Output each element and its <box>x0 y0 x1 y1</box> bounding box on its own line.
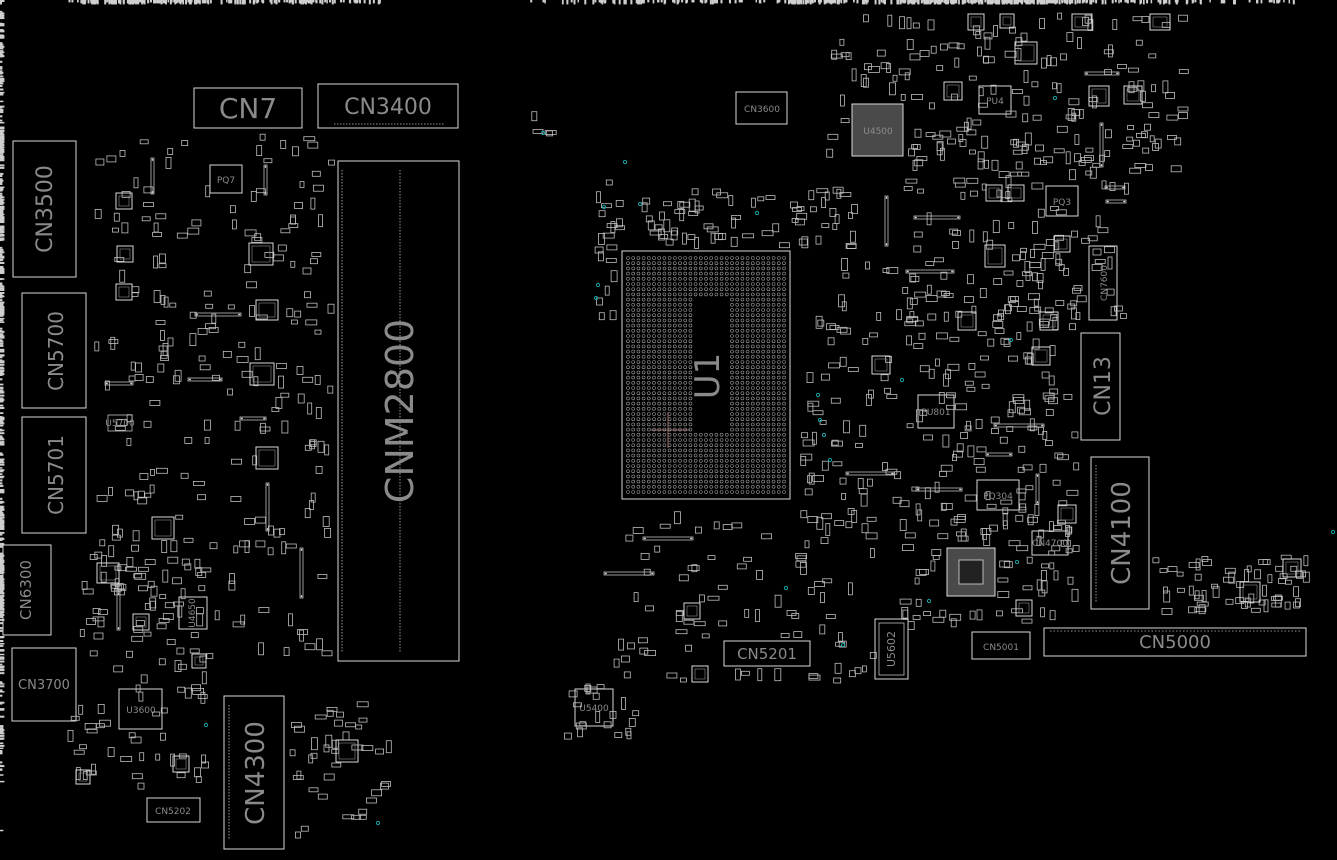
cn5000-label: CN5000 <box>1139 632 1211 653</box>
u4650-label: U4650 <box>188 598 198 628</box>
connector-cn3700: CN3700 <box>11 647 77 722</box>
transistor-pq3: PQ3 <box>1045 185 1079 217</box>
u5700-label: U5700 <box>105 419 135 429</box>
cn5001-label: CN5001 <box>983 643 1019 653</box>
inductor-pu801: PU801 <box>917 394 955 429</box>
connector-cn7600: CN7600 <box>1088 245 1118 321</box>
cn13-label: CN13 <box>1091 356 1116 416</box>
cn4300-label: CN4300 <box>241 721 271 825</box>
connector-cn5701: CN5701 <box>21 416 87 534</box>
pq7-label: PQ7 <box>217 176 235 186</box>
pq3-label: PQ3 <box>1053 198 1071 208</box>
pu801-label: PU801 <box>921 408 950 418</box>
cn5201-label: CN5201 <box>737 645 797 663</box>
connector-cn6300: CN6300 <box>2 544 52 636</box>
cn3600-label: CN3600 <box>744 105 780 115</box>
connector-cn5700: CN5700 <box>21 292 87 409</box>
chip-u5602: U5602 <box>874 618 909 680</box>
connector-cn3500: CN3500 <box>12 140 77 278</box>
inductor-pu4: PU4 <box>978 85 1012 115</box>
chip-u5400: U5400 <box>574 688 614 727</box>
connector-cn3400: CN3400 <box>317 83 459 129</box>
cn5701-label: CN5701 <box>44 435 68 515</box>
small-components <box>0 0 1310 839</box>
connector-cn4300: CN4300 <box>223 695 285 850</box>
cn4100-label: CN4100 <box>1107 481 1137 585</box>
connector-cn5000: CN5000 <box>1043 627 1307 657</box>
cn5202-label: CN5202 <box>155 807 191 817</box>
u5602-label: U5602 <box>885 631 898 667</box>
transistor-pq304: PQ304 <box>976 479 1020 511</box>
connector-cnm2800: CNM2800 <box>337 160 460 662</box>
cn4700-label: CN4700 <box>1032 539 1068 549</box>
chip-u4650: U4650 <box>178 596 208 630</box>
connector-cn5001: CN5001 <box>971 631 1031 660</box>
chip-u4500: U4500 <box>851 103 904 157</box>
chip-u4700 <box>946 547 996 597</box>
connector-cn5201: CN5201 <box>723 640 811 667</box>
cpu-u1: U1 <box>621 250 791 500</box>
chip-u5700: U5700 <box>105 414 135 432</box>
vias <box>203 95 1336 826</box>
cn5700-label: CN5700 <box>44 311 68 391</box>
bga-balls <box>626 256 786 494</box>
pq304-label: PQ304 <box>983 492 1013 502</box>
cn3500-label: CN3500 <box>33 165 58 253</box>
cn7600-label: CN7600 <box>1100 265 1110 301</box>
cn7-label: CN7 <box>219 92 277 125</box>
transistor-pq7: PQ7 <box>209 164 243 194</box>
chip-u3600: U3600 <box>118 688 163 730</box>
cn3700-label: CN3700 <box>18 678 70 693</box>
connector-cn7: CN7 <box>193 87 303 129</box>
u4500-label: U4500 <box>863 127 893 137</box>
u3600-label: U3600 <box>126 706 156 716</box>
connector-cn4700: CN4700 <box>1031 530 1069 556</box>
cn6300-label: CN6300 <box>17 560 35 620</box>
cnm2800-label: CNM2800 <box>378 319 422 503</box>
cn3400-label: CN3400 <box>344 95 432 120</box>
u1-label: U1 <box>688 353 728 400</box>
connector-cn3600: CN3600 <box>735 91 788 125</box>
connector-cn4100: CN4100 <box>1090 456 1150 610</box>
u5400-label: U5400 <box>579 704 609 714</box>
pu4-label: PU4 <box>986 97 1004 107</box>
connector-cn5202: CN5202 <box>146 797 201 823</box>
connector-cn13: CN13 <box>1080 332 1121 441</box>
